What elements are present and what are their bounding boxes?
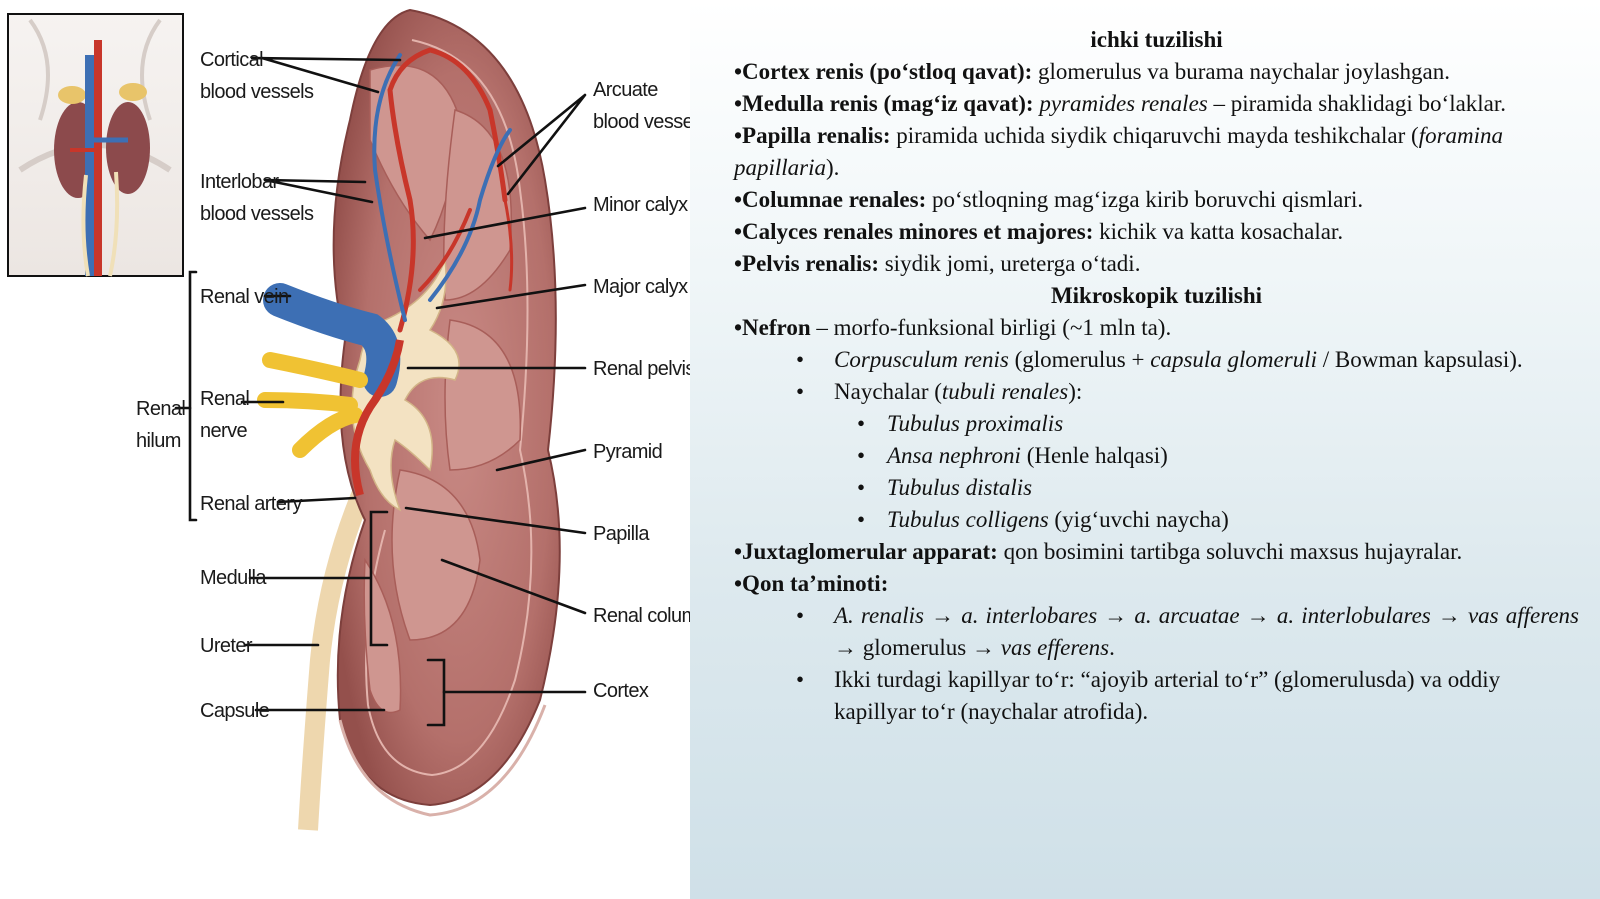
- subitem-naychalar: Naychalar (tubuli renales):: [734, 376, 1579, 408]
- ureter-tube: [298, 465, 382, 831]
- label-renal-vein: Renal vein: [200, 286, 289, 308]
- label-capsule: Capsule: [200, 700, 270, 722]
- label-pyramid: Pyramid: [593, 441, 662, 463]
- item-cortex-renis: •Cortex renis (po‘stloq qavat): glomerul…: [734, 59, 1450, 84]
- label-ureter: Ureter: [200, 635, 253, 657]
- item-qon-taminoti: •Qon ta’minoti:: [734, 571, 889, 596]
- label-interlobar-blood-vessels-2: blood vessels: [200, 203, 314, 225]
- text-content: ichki tuzilishi •Cortex renis (po‘stloq …: [734, 24, 1579, 728]
- subitem-blood-flow: A. renalis → a. interlobares → a. arcuat…: [734, 600, 1579, 664]
- label-renal-hilum-2: hilum: [136, 430, 181, 452]
- subitem-ikki-turdagi-kapillyar: Ikki turdagi kapillyar to‘r: “ajoyib art…: [734, 664, 1579, 728]
- item-columnae-renales: •Columnae renales: po‘stloqning mag‘izga…: [734, 187, 1364, 212]
- label-medulla: Medulla: [200, 567, 267, 589]
- item-nefron: •Nefron – morfo-funksional birligi (~1 m…: [734, 315, 1172, 340]
- label-renal-hilum-1: Renal: [136, 398, 185, 420]
- heading-mikroskopik-tuzilishi: Mikroskopik tuzilishi: [1050, 283, 1263, 308]
- label-renal-pelvis: Renal pelvis: [593, 358, 690, 380]
- item-medulla-renis: •Medulla renis (mag‘iz qavat): pyramides…: [734, 91, 1507, 116]
- label-minor-calyx: Minor calyx: [593, 194, 688, 216]
- subitem-tubulus-distalis: Tubulus distalis: [734, 472, 1579, 504]
- label-major-calyx: Major calyx: [593, 276, 688, 298]
- label-arcuate-blood-vessels-2: blood vessels: [593, 111, 690, 133]
- item-juxtaglomerular-apparat: •Juxtaglomerular apparat: qon bosimini t…: [734, 539, 1463, 564]
- kidney-anatomy-diagram: Cortical blood vessels Interlobar blood …: [7, 8, 690, 831]
- item-calyces-renales: •Calyces renales minores et majores: kic…: [734, 219, 1344, 244]
- label-cortex: Cortex: [593, 680, 649, 702]
- label-renal-nerve-1: Renal: [200, 388, 249, 410]
- label-arcuate-blood-vessels-1: Arcuate: [593, 79, 658, 101]
- subitem-corpusculum-renis: Corpusculum renis (glomerulus + capsula …: [734, 344, 1579, 376]
- label-renal-column: Renal column: [593, 605, 690, 627]
- subitem-tubulus-proximalis: Tubulus proximalis: [734, 408, 1579, 440]
- heading-ichki-tuzilishi: ichki tuzilishi: [1090, 27, 1223, 52]
- label-cortical-blood-vessels-2: blood vessels: [200, 81, 314, 103]
- hilum-bracket: [188, 270, 198, 522]
- label-renal-nerve-2: nerve: [200, 420, 248, 442]
- kidney-diagram-panel: Cortical blood vessels Interlobar blood …: [0, 0, 690, 899]
- text-panel: ichki tuzilishi •Cortex renis (po‘stloq …: [690, 0, 1600, 899]
- subitem-tubulus-colligens: Tubulus colligens (yig‘uvchi naycha): [734, 504, 1579, 536]
- item-pelvis-renalis: •Pelvis renalis: siydik jomi, ureterga o…: [734, 251, 1141, 276]
- label-renal-artery: Renal artery: [200, 493, 302, 515]
- arcuate-vessels: [372, 47, 514, 333]
- inset-right-kidney: [106, 102, 150, 194]
- label-interlobar-blood-vessels-1: Interlobar: [200, 171, 279, 193]
- item-papilla-renalis: •Papilla renalis: piramida uchida siydik…: [734, 123, 1504, 180]
- renal-nerve-bundle: [257, 352, 368, 458]
- subitem-ansa-nephroni: Ansa nephroni (Henle halqasi): [734, 440, 1579, 472]
- label-papilla: Papilla: [593, 523, 650, 545]
- label-cortical-blood-vessels-1: Cortical: [200, 49, 263, 71]
- renal-vein-vessel: [263, 283, 401, 397]
- renal-artery-vessel: [351, 339, 404, 497]
- inset-torso-illustration: [7, 13, 184, 277]
